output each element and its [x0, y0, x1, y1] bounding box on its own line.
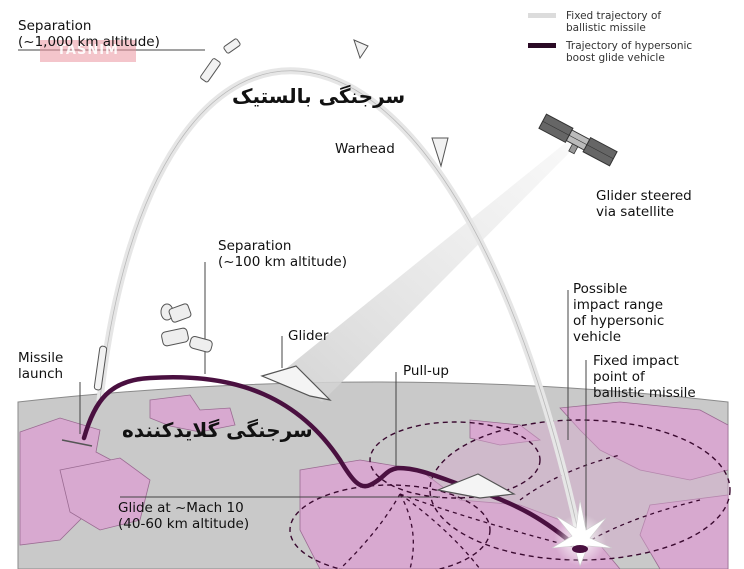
rocket-stage-icon — [200, 38, 241, 83]
glider-steered-label: Glider steered via satellite — [596, 188, 692, 220]
fixed-impact-label: Fixed impact point of ballistic missile — [593, 353, 696, 401]
launch-base — [61, 439, 93, 447]
legend-ballistic-swatch — [528, 13, 556, 18]
missile-launch-label: Missile launch — [18, 350, 64, 382]
satellite-beam — [278, 140, 574, 402]
glide-warhead-title: سرجنگی گلایدکننده — [122, 418, 313, 442]
warhead-icon-upper — [353, 39, 369, 60]
impact-flash-icon — [551, 499, 613, 567]
glider-vehicle-icon — [260, 365, 332, 401]
ballistic-warhead-title: سرجنگی بالستیک — [232, 84, 406, 108]
impact-fan-lines — [339, 454, 701, 569]
warhead-label: Warhead — [335, 141, 395, 157]
separated-stages-icon — [160, 303, 213, 353]
glide-label: Glide at ~Mach 10 (40-60 km altitude) — [118, 500, 250, 532]
watermark: TASNIM — [40, 40, 136, 62]
glider-label: Glider — [288, 328, 329, 344]
separation-low-label: Separation (~100 km altitude) — [218, 238, 347, 270]
legend-ballistic-label: Fixed trajectory of ballistic missile — [566, 10, 662, 34]
impact-range-low — [289, 484, 491, 569]
satellite-icon — [538, 113, 618, 167]
warhead-icon — [431, 137, 449, 168]
possible-impact-label: Possible impact range of hypersonic vehi… — [573, 281, 665, 345]
separation-high-label: Separation (~1,000 km altitude) — [18, 18, 160, 50]
glider-vehicle-icon-2 — [435, 473, 516, 499]
pull-up-label: Pull-up — [403, 363, 449, 379]
impact-range-ellipse — [429, 419, 731, 561]
legend-glide-swatch — [528, 43, 556, 48]
missile-icon — [93, 345, 108, 391]
impact-range-inner — [369, 421, 541, 499]
legend-glide-label: Trajectory of hypersonic boost glide veh… — [566, 40, 693, 64]
